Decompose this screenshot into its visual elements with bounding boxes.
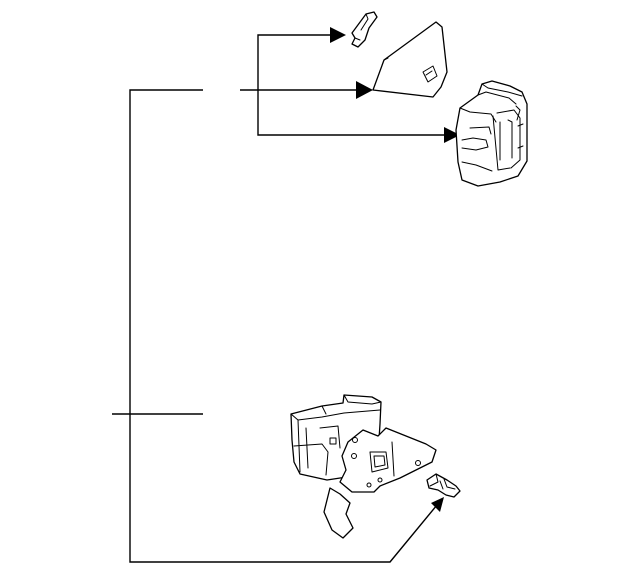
- leader-lines: [112, 34, 447, 563]
- arrow-to-cover: [356, 81, 373, 99]
- housing-icon: [455, 80, 528, 187]
- cover-plate-icon: [372, 21, 448, 98]
- upper-group-leader: [257, 34, 447, 136]
- main-vertical-leader: [129, 89, 438, 563]
- clip-icon: [351, 11, 378, 48]
- arrow-to-housing: [444, 127, 460, 143]
- bracket-assembly-icon: [290, 394, 437, 539]
- bulb-socket-icon: [426, 473, 461, 498]
- arrow-to-clip: [330, 27, 346, 43]
- arrow-to-bulb-socket: [431, 497, 444, 512]
- arrowheads: [330, 27, 460, 512]
